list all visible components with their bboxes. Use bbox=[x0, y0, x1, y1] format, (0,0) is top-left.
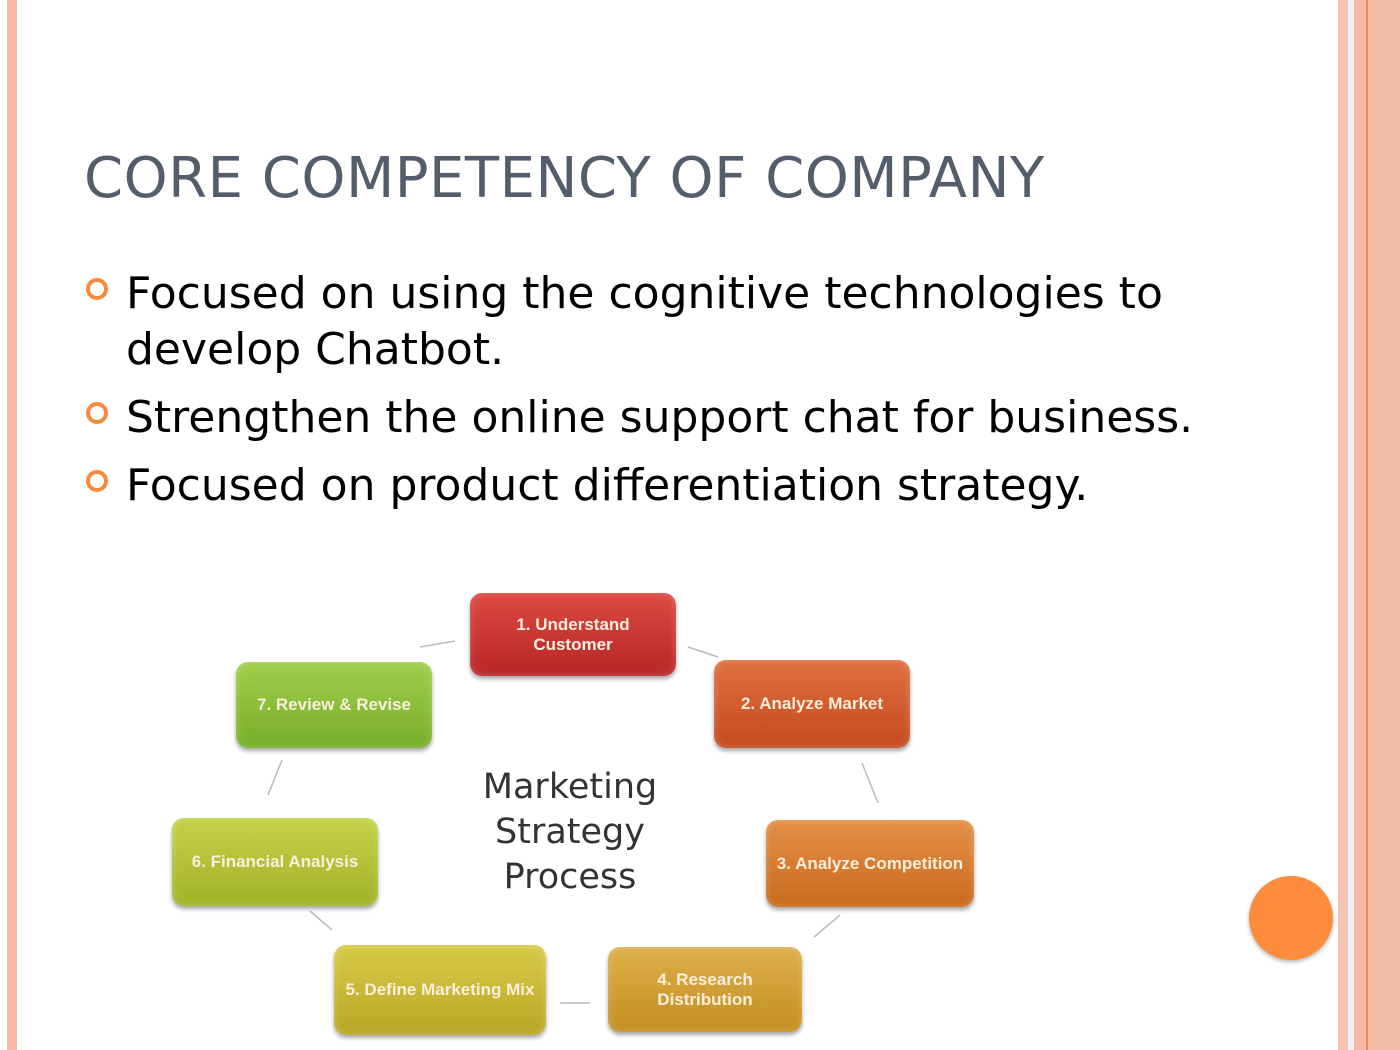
diagram-arrows bbox=[267, 640, 879, 1004]
right-border-stripe bbox=[1366, 0, 1368, 1050]
step-box: 6. Financial Analysis bbox=[172, 818, 378, 906]
left-border-stripe bbox=[7, 0, 17, 1050]
bullet-circle-icon bbox=[86, 470, 108, 492]
bullet-item: Focused on product differentiation strat… bbox=[86, 458, 1206, 514]
right-border-stripe bbox=[1348, 0, 1354, 1050]
step-box: 1. Understand Customer bbox=[470, 593, 676, 676]
marketing-strategy-diagram: 1. Understand Customer 2. Analyze Market… bbox=[150, 585, 980, 1045]
slide-title: CORE COMPETENCY OF COMPANY bbox=[84, 146, 1045, 211]
orange-circle-decoration bbox=[1249, 876, 1333, 960]
diagram-center-label: Marketing Strategy Process bbox=[482, 767, 658, 897]
step-box: 5. Define Marketing Mix bbox=[334, 945, 546, 1035]
bullet-circle-icon bbox=[86, 402, 108, 424]
bullet-item: Focused on using the cognitive technolog… bbox=[86, 266, 1206, 378]
bullet-circle-icon bbox=[86, 278, 108, 300]
bullet-item: Strengthen the online support chat for b… bbox=[86, 390, 1206, 446]
step-box: 3. Analyze Competition bbox=[766, 820, 974, 907]
right-border-stripe bbox=[1338, 0, 1348, 1050]
right-border-stripe bbox=[1354, 0, 1366, 1050]
right-border-stripe bbox=[1368, 0, 1400, 1050]
bullet-list: Focused on using the cognitive technolog… bbox=[86, 266, 1206, 526]
step-box: 2. Analyze Market bbox=[714, 660, 910, 748]
step-box: 7. Review & Revise bbox=[236, 662, 432, 748]
step-box: 4. Research Distribution bbox=[608, 947, 802, 1032]
